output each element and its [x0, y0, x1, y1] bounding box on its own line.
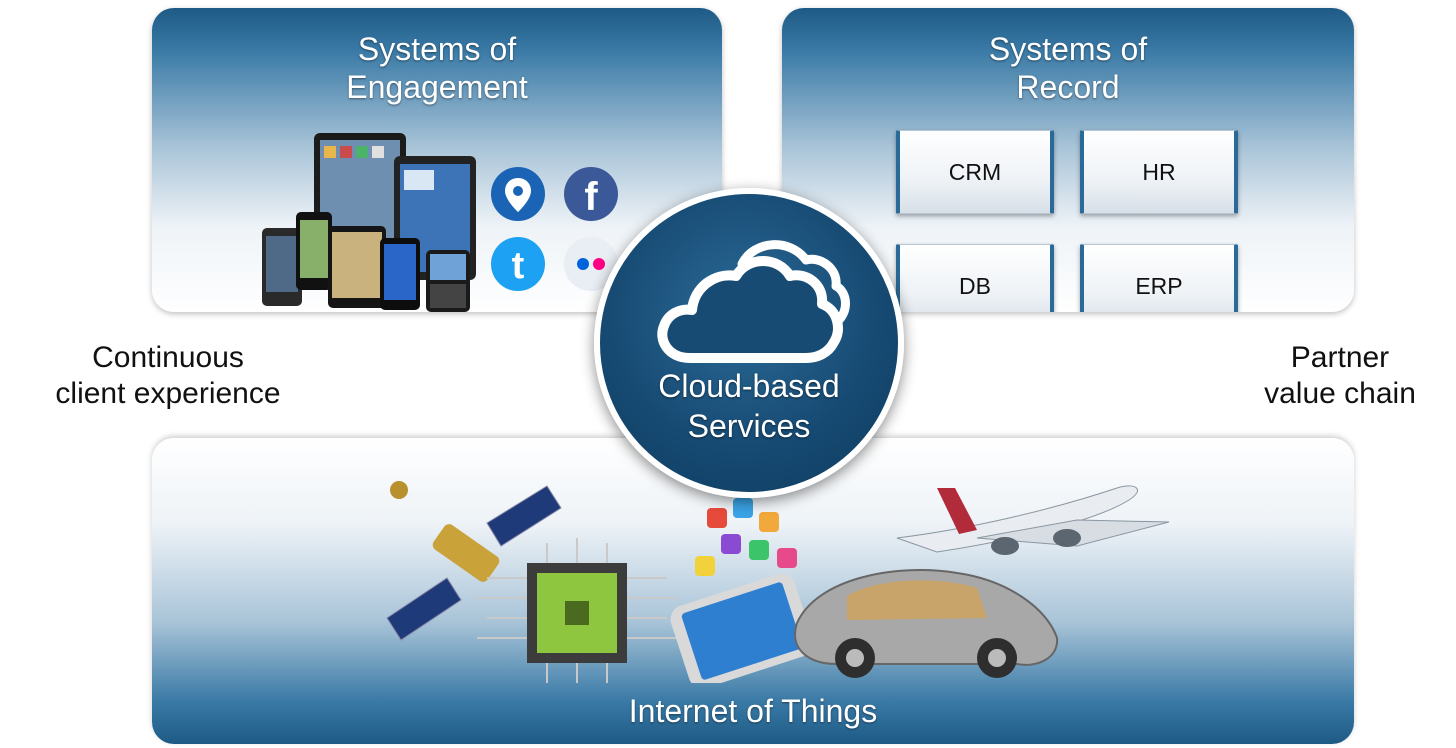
title-line-1: Cloud-based: [658, 368, 840, 404]
smartphone-apps-icon: [670, 478, 814, 683]
car-icon: [794, 569, 1059, 678]
social-icons-group: f t: [491, 167, 618, 291]
airplane-icon: [896, 485, 1170, 555]
microchip-icon: [477, 538, 677, 683]
label-line-2: client experience: [55, 377, 281, 410]
systems-of-record-title: Systems of Record: [782, 30, 1354, 106]
smartphone-icon: [262, 212, 470, 312]
db-box: DB: [896, 244, 1054, 312]
systems-of-engagement-title: Systems of Engagement: [152, 30, 722, 106]
svg-text:t: t: [512, 245, 525, 287]
crm-box: CRM: [896, 130, 1054, 214]
iot-devices-image: [386, 478, 1170, 683]
hr-box: HR: [1080, 130, 1238, 214]
systems-of-engagement-panel: Systems of Engagement: [152, 8, 722, 312]
title-line-1: Systems of: [357, 31, 517, 67]
title-line-2: Services: [687, 408, 811, 444]
partner-value-chain-label: Partner value chain: [1224, 340, 1456, 412]
cloud-based-services-title: Cloud-based Services: [600, 366, 898, 446]
erp-box: ERP: [1080, 244, 1238, 312]
label-line-1: Continuous: [92, 341, 244, 374]
svg-text:f: f: [584, 175, 598, 219]
cloud-icon: [657, 240, 850, 363]
cloud-based-services-circle: Cloud-based Services: [594, 188, 904, 498]
title-line-1: Systems of: [988, 31, 1148, 67]
twitter-icon: t: [491, 237, 545, 291]
facebook-icon: f: [564, 167, 618, 221]
label-line-2: value chain: [1264, 377, 1416, 410]
label-line-1: Partner: [1290, 341, 1390, 374]
location-pin-icon: [491, 167, 545, 221]
title-line-2: Record: [1016, 69, 1120, 105]
systems-of-record-panel: Systems of Record CRM HR DB ERP: [782, 8, 1354, 312]
continuous-client-experience-label: Continuous client experience: [18, 340, 318, 412]
flickr-icon: [564, 237, 618, 291]
mobile-devices-image: [262, 133, 476, 312]
internet-of-things-title: Internet of Things: [628, 693, 878, 729]
title-line-2: Engagement: [346, 69, 528, 105]
satellite-icon: [386, 481, 562, 641]
